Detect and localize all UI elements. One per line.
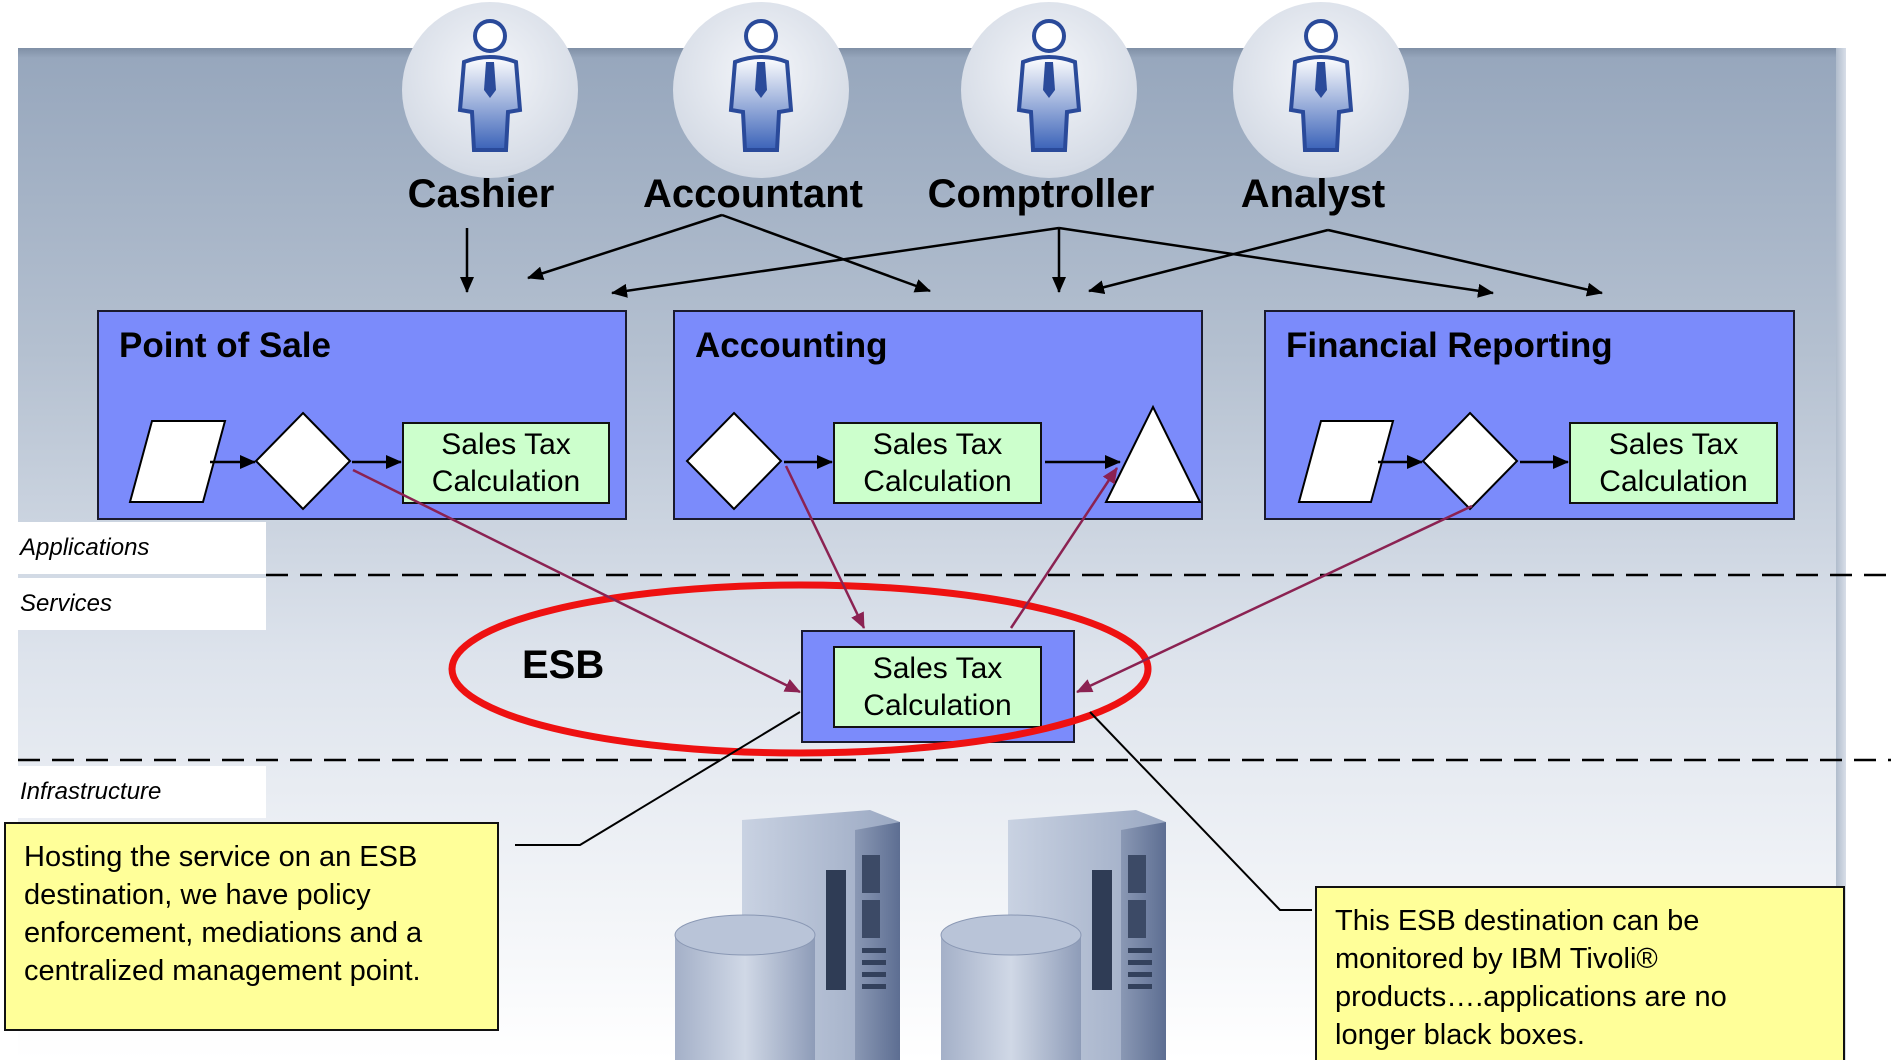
arrow-comptroller-to-financial bbox=[1058, 226, 1494, 298]
background-right-edge bbox=[1836, 48, 1846, 1060]
connector-financial-to-esb bbox=[1076, 504, 1473, 694]
person-icon bbox=[728, 19, 794, 152]
accounting-decision-diamond bbox=[685, 411, 783, 511]
role-label-cashier: Cashier bbox=[407, 172, 555, 216]
accountant-avatar bbox=[673, 2, 849, 178]
service-box-financial-reporting: Sales Tax Calculation bbox=[1569, 422, 1778, 504]
esb-service-label-line2: Calculation bbox=[863, 689, 1012, 722]
callout-left-line4: centralized management point. bbox=[24, 955, 421, 987]
comptroller-avatar bbox=[961, 2, 1137, 178]
accounting-output-triangle bbox=[1104, 404, 1202, 503]
service-label-line1: Sales Tax bbox=[441, 427, 571, 461]
role-label-comptroller: Comptroller bbox=[927, 172, 1155, 216]
layer-label-services: Services bbox=[18, 578, 266, 630]
person-icon bbox=[1288, 19, 1354, 152]
callout-right-line1: This ESB destination can be bbox=[1335, 905, 1700, 937]
service-label-line2: Calculation bbox=[1599, 465, 1748, 498]
arrow-accountant-to-pos bbox=[527, 213, 723, 281]
connector-pos-to-esb bbox=[352, 468, 801, 694]
arrow-accountant-to-accounting bbox=[721, 213, 931, 293]
esb-service-box: Sales Tax Calculation bbox=[833, 646, 1042, 728]
layer-label-applications: Applications bbox=[18, 522, 266, 574]
analyst-avatar bbox=[1233, 2, 1409, 178]
callout-right-line3: products….applications are no bbox=[1335, 981, 1727, 1013]
service-box-accounting: Sales Tax Calculation bbox=[833, 422, 1042, 504]
app-title-accounting: Accounting bbox=[695, 326, 888, 365]
app-title-financial-reporting: Financial Reporting bbox=[1286, 326, 1613, 365]
service-label-line1: Sales Tax bbox=[872, 427, 1003, 461]
background-top-edge bbox=[18, 48, 1844, 58]
service-label-line1: Sales Tax bbox=[1608, 427, 1739, 461]
callout-left-line2: destination, we have policy bbox=[24, 879, 371, 911]
app-title-point-of-sale: Point of Sale bbox=[119, 326, 331, 365]
server-group-left bbox=[674, 810, 900, 1060]
service-box-point-of-sale: Sales Tax Calculation bbox=[402, 422, 610, 504]
server-bay-left bbox=[826, 870, 846, 990]
connector-accounting-to-esb bbox=[784, 465, 866, 629]
esb-label: ESB bbox=[522, 643, 605, 687]
callout-leader-left bbox=[515, 711, 801, 846]
service-label-line2: Calculation bbox=[431, 465, 581, 498]
server-group-right bbox=[940, 810, 1166, 1060]
callout-leader-right bbox=[1089, 711, 1312, 911]
database-cylinder-right bbox=[941, 935, 1081, 1060]
financial-decision-diamond bbox=[1421, 411, 1519, 511]
role-label-accountant: Accountant bbox=[643, 172, 863, 216]
callout-left: Hosting the service on an ESB destinatio… bbox=[4, 822, 499, 1031]
server-bay-right bbox=[1092, 870, 1112, 990]
esb-connectors bbox=[352, 465, 1473, 694]
esb-service-label-line1: Sales Tax bbox=[872, 651, 1003, 685]
connector-esb-to-accounting-triangle bbox=[1009, 467, 1119, 629]
service-label-line2: Calculation bbox=[863, 465, 1012, 498]
arrow-comptroller-to-pos bbox=[611, 226, 1060, 298]
database-cylinder-left bbox=[675, 935, 815, 1060]
pos-decision-diamond bbox=[254, 411, 352, 511]
role-arrows bbox=[460, 213, 1603, 298]
person-icon bbox=[457, 19, 523, 152]
callout-right-line4: longer black boxes. bbox=[1335, 1019, 1585, 1051]
callout-right-line2: monitored by IBM Tivoli® bbox=[1335, 943, 1658, 975]
callout-left-line3: enforcement, mediations and a bbox=[24, 917, 423, 949]
role-label-analyst: Analyst bbox=[1240, 172, 1386, 216]
esb-ellipse bbox=[448, 581, 1152, 757]
arrow-analyst-to-accounting bbox=[1088, 228, 1329, 295]
cashier-avatar bbox=[402, 2, 578, 178]
callout-left-line1: Hosting the service on an ESB bbox=[24, 841, 418, 873]
arrow-analyst-to-financial bbox=[1327, 228, 1603, 297]
callout-right: This ESB destination can be monitored by… bbox=[1315, 886, 1845, 1060]
financial-input-parallelogram bbox=[1297, 420, 1395, 503]
pos-input-parallelogram bbox=[128, 420, 227, 503]
person-icon bbox=[1016, 19, 1082, 152]
layer-label-infrastructure: Infrastructure bbox=[18, 766, 266, 818]
